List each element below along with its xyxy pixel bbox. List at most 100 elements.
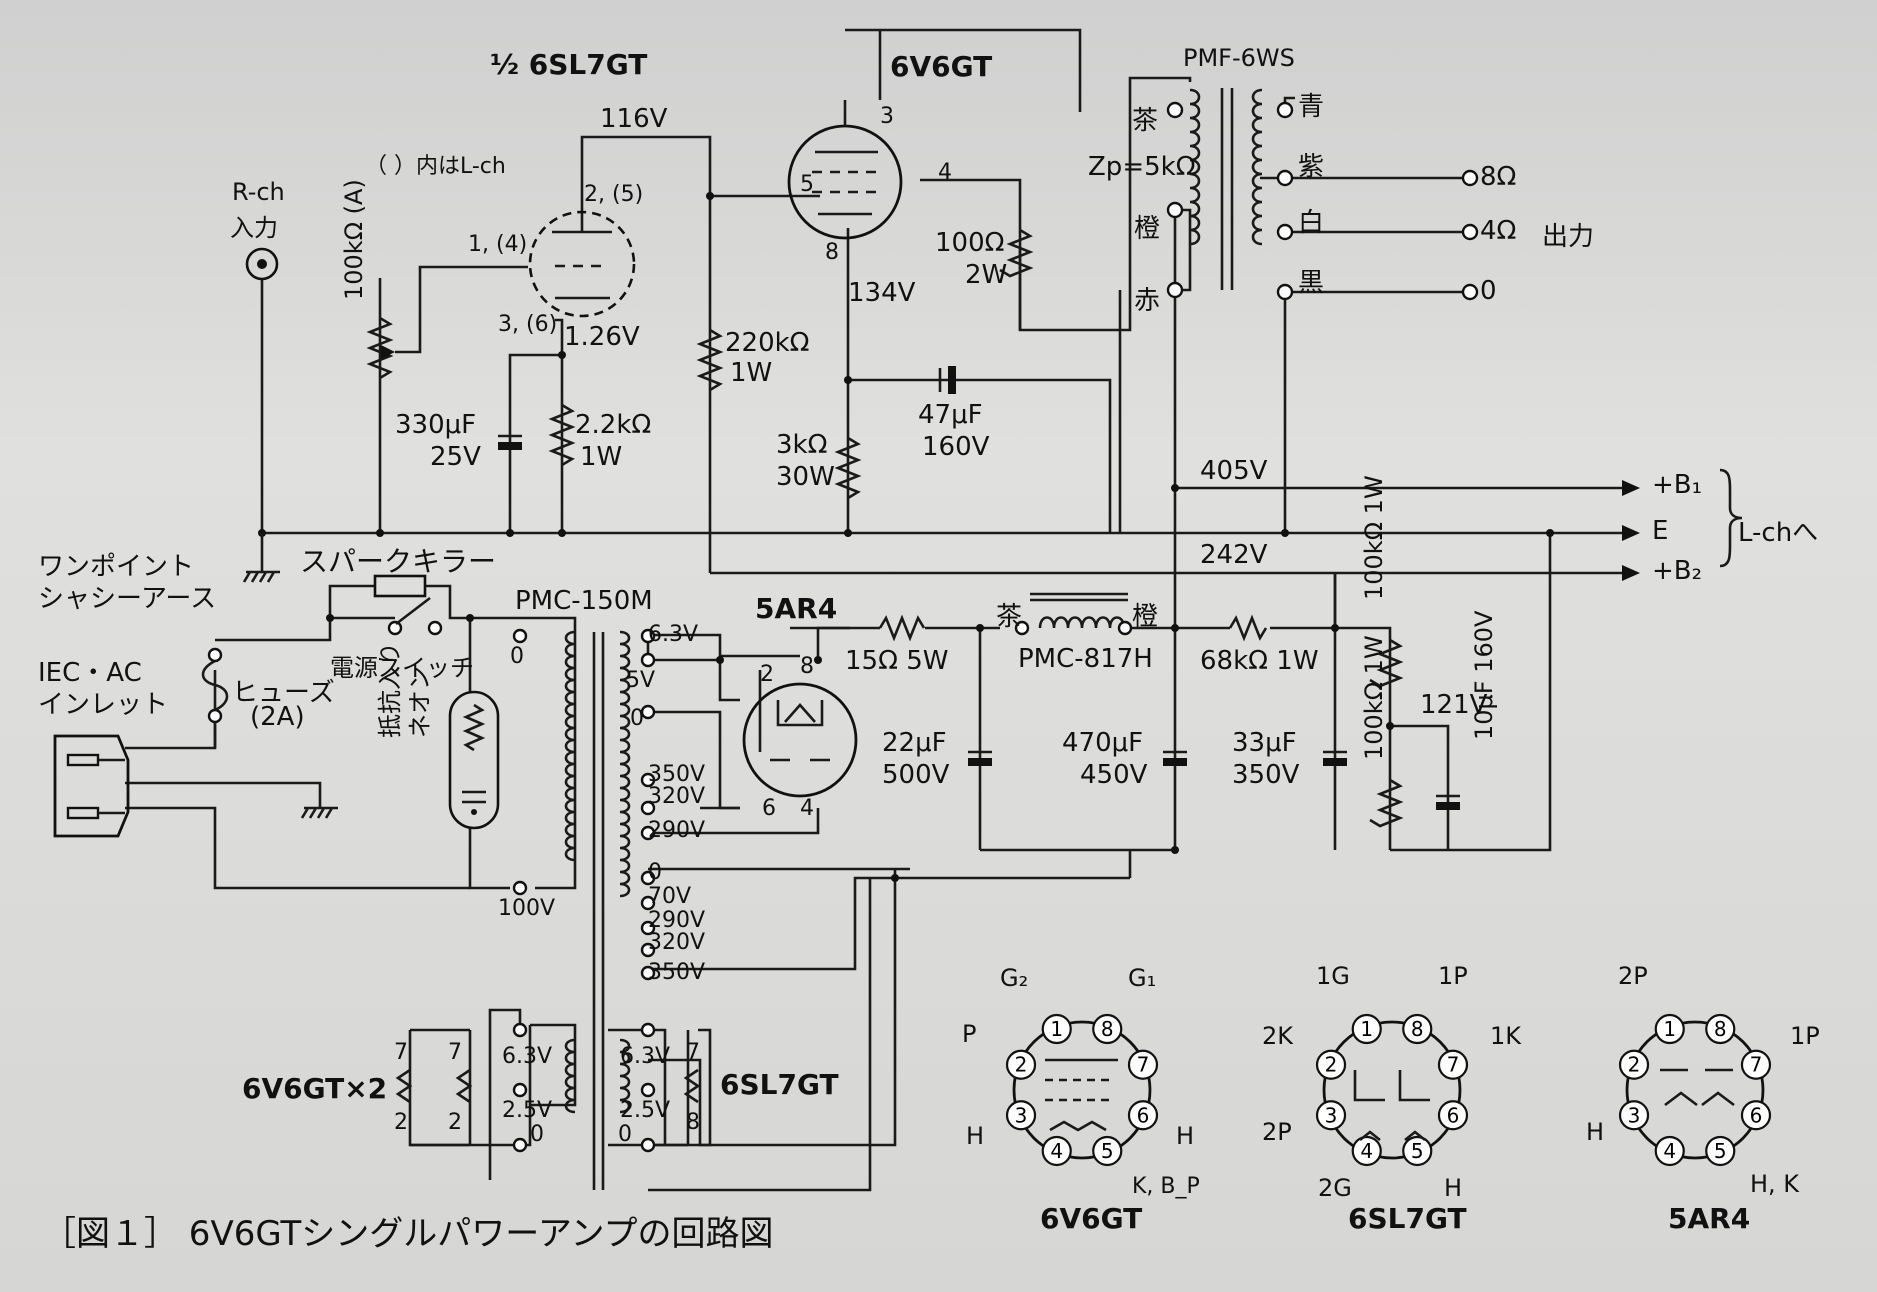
b3-p2: 2P (1618, 962, 1648, 990)
pin-3-3 (1618, 1049, 1650, 1080)
b2-p2: 2P (1262, 1118, 1292, 1146)
t-p4: 4 (938, 160, 952, 185)
r100k1: 100kΩ 1W (1360, 475, 1388, 600)
pin-1-2 (1005, 1100, 1037, 1131)
v-134: 134V (848, 278, 916, 308)
pin-number: 1 (1360, 1017, 1373, 1041)
pin-2-2 (1315, 1100, 1347, 1131)
pin-1-1 (1041, 1135, 1072, 1167)
res-220k (696, 328, 724, 392)
t-p8: 8 (825, 240, 839, 265)
cap-330uf (498, 434, 522, 450)
pin-1-6 (1127, 1049, 1159, 1080)
c22b: 500V (882, 760, 950, 790)
b2-k1: 1K (1490, 1022, 1522, 1050)
pin-2-7 (1437, 1100, 1469, 1131)
label-6sl7: ½ 6SL7GT (490, 48, 648, 81)
b2-g2: 2G (1318, 1174, 1352, 1202)
pt-s5: 5V (626, 668, 656, 693)
pt-s350b: 350V (648, 960, 706, 985)
pin-number: 7 (1750, 1053, 1763, 1077)
c47a: 47μF (918, 400, 983, 430)
pin-3-1 (1654, 1135, 1685, 1167)
pin-1-8 (1092, 1135, 1123, 1167)
opt-zp: Zp=5kΩ (1088, 152, 1196, 182)
psu-100k (1369, 638, 1404, 828)
b1-g1: G₁ (1128, 964, 1157, 992)
rail-b1: +B₁ (1652, 470, 1703, 500)
cap-47uf (938, 366, 956, 394)
res-100 (999, 228, 1034, 278)
pin-3-5 (1705, 1013, 1736, 1045)
input-label-2: 入力 (230, 214, 278, 242)
power-transformer (512, 628, 656, 1190)
tube-6v6 (787, 100, 903, 240)
pin-number: 8 (1714, 1017, 1727, 1041)
opt-black: 黒 (1298, 268, 1325, 298)
spark-killer (373, 574, 427, 598)
pin-1-5 (1092, 1013, 1123, 1045)
c22a: 22μF (882, 728, 947, 758)
iec-inlet (53, 734, 130, 838)
pin-3-8 (1705, 1135, 1736, 1167)
choke-name: PMC-817H (1018, 644, 1153, 674)
pin-number: 6 (1750, 1103, 1763, 1127)
pin-3-7 (1740, 1100, 1772, 1131)
v-121: 121V (1420, 690, 1488, 720)
pin-3-4 (1654, 1013, 1685, 1045)
c330a: 330μF (395, 410, 477, 440)
b1-p: P (962, 1020, 977, 1048)
pt-h25b: 2.5V (620, 1098, 671, 1123)
pt-h25a: 2.5V (502, 1098, 553, 1123)
pin-number: 4 (1050, 1139, 1063, 1163)
pt-name: PMC-150M (515, 586, 653, 616)
volume-pot (366, 316, 395, 380)
c470a: 470μF (1062, 728, 1144, 758)
pin-number: 1 (1050, 1017, 1063, 1041)
pin-number: 7 (1447, 1053, 1460, 1077)
opt-cha: 茶 (1132, 106, 1159, 136)
b2-g1: 1G (1316, 962, 1350, 990)
b2-h: H (1444, 1174, 1463, 1202)
c470b: 450V (1080, 760, 1148, 790)
r220b: 1W (730, 358, 773, 388)
opt-blue: 青 (1298, 92, 1325, 122)
pin-number: 2 (1325, 1053, 1338, 1077)
r3ka: 3kΩ (776, 430, 828, 460)
r-p2: 2 (760, 662, 774, 687)
h-2a: 2 (394, 1110, 408, 1135)
rail-b2: +B₂ (1652, 556, 1703, 586)
opt-purple: 紫 (1298, 152, 1325, 182)
opt-white: 白 (1298, 208, 1325, 238)
gnd-2: シャシーアース (38, 584, 217, 614)
rail-arrows (1622, 468, 1743, 581)
res-15 (878, 614, 926, 642)
pin-cath: 3, (6) (498, 312, 558, 337)
pin-2-6 (1437, 1049, 1469, 1080)
pin-grid: 1, (4) (468, 232, 528, 257)
pin-number: 3 (1628, 1103, 1641, 1127)
pin-number: 5 (1101, 1139, 1114, 1163)
pin-2-3 (1315, 1049, 1347, 1080)
pt-s70: 70V (648, 884, 692, 909)
pin-3-2 (1618, 1100, 1650, 1131)
label-5ar4: 5AR4 (755, 592, 838, 625)
r100k2: 100kΩ 1W (1360, 635, 1388, 760)
input-jack (245, 247, 279, 281)
r-p4: 4 (800, 796, 814, 821)
pin-2-1 (1351, 1135, 1382, 1167)
pin-2-5 (1402, 1013, 1433, 1045)
output-transformer (1166, 88, 1479, 301)
h-7b: 7 (448, 1040, 462, 1065)
r22b: 1W (580, 442, 623, 472)
heater-symbols (395, 1068, 701, 1104)
out-4: 4Ω (1480, 216, 1517, 246)
rail-e: E (1652, 516, 1669, 546)
pin-number: 3 (1015, 1103, 1028, 1127)
pot-label: 100kΩ (A) (340, 179, 368, 300)
pt-h63b: 6.3V (620, 1044, 671, 1069)
pin-3-6 (1740, 1049, 1772, 1080)
